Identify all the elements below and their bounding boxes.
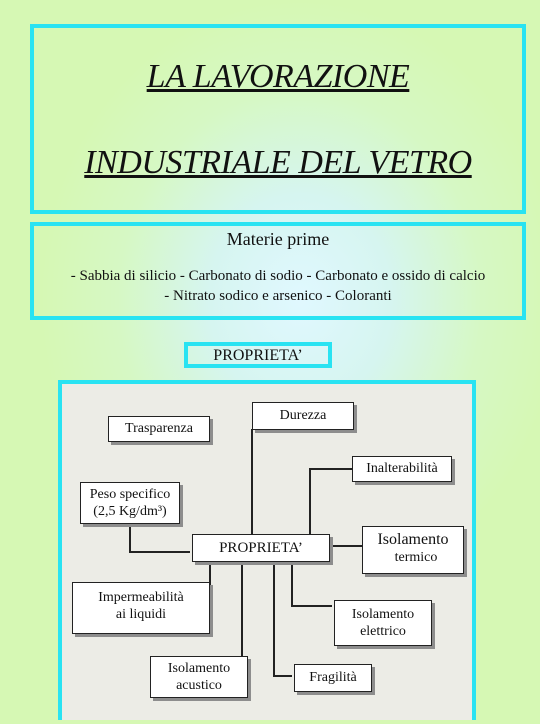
node-durezza: Durezza xyxy=(252,402,354,430)
connector-isolamento-elettrico xyxy=(291,562,332,607)
impermeabilita-line-2: ai liquidi xyxy=(115,607,167,622)
materials-heading: Materie prime xyxy=(226,229,330,249)
isolamento-termico-line-2: termico xyxy=(394,550,438,565)
node-impermeabilita: Impermeabilità ai liquidi xyxy=(72,582,210,634)
node-isolamento-elettrico: Isolamento elettrico xyxy=(334,600,432,646)
peso-line-2: (2,5 Kg/dm³) xyxy=(93,504,167,519)
connector-lines xyxy=(129,429,364,677)
materials-box: Materie prime - Sabbia di silicio - Carb… xyxy=(30,222,526,320)
node-fragilita: Fragilità xyxy=(294,664,372,692)
materials-line-2: - Nitrato sodico e arsenico - Coloranti xyxy=(164,288,392,304)
node-proprieta-center: PROPRIETA’ xyxy=(192,534,330,562)
title-box: LA LAVORAZIONE INDUSTRIALE DEL VETRO xyxy=(30,24,526,214)
properties-label: PROPRIETA’ xyxy=(184,342,332,368)
properties-diagram: Trasparenza Durezza Inalterabilità Peso … xyxy=(58,380,476,720)
isolamento-acustico-line-2: acustico xyxy=(176,678,222,693)
connector-peso-specifico xyxy=(129,522,190,553)
node-trasparenza: Trasparenza xyxy=(108,416,210,442)
title-line-1: LA LAVORAZIONE xyxy=(146,58,410,95)
isolamento-elettrico-line-2: elettrico xyxy=(360,624,406,639)
isolamento-acustico-line-1: Isolamento xyxy=(167,661,231,676)
node-isolamento-acustico: Isolamento acustico xyxy=(150,656,248,698)
impermeabilita-line-1: Impermeabilità xyxy=(98,590,184,605)
connector-fragilita xyxy=(273,562,292,677)
peso-line-1: Peso specifico xyxy=(89,487,171,502)
materials-line-1: - Sabbia di silicio - Carbonato di sodio… xyxy=(70,268,486,284)
title-line-2: INDUSTRIALE DEL VETRO xyxy=(84,144,472,181)
connector-inalterabilita xyxy=(309,468,352,554)
node-inalterabilita: Inalterabilità xyxy=(352,456,452,482)
node-isolamento-termico: Isolamento termico xyxy=(362,526,464,574)
isolamento-termico-line-1: Isolamento xyxy=(377,531,449,548)
node-peso-specifico: Peso specifico (2,5 Kg/dm³) xyxy=(80,482,180,524)
isolamento-elettrico-line-1: Isolamento xyxy=(351,607,415,622)
